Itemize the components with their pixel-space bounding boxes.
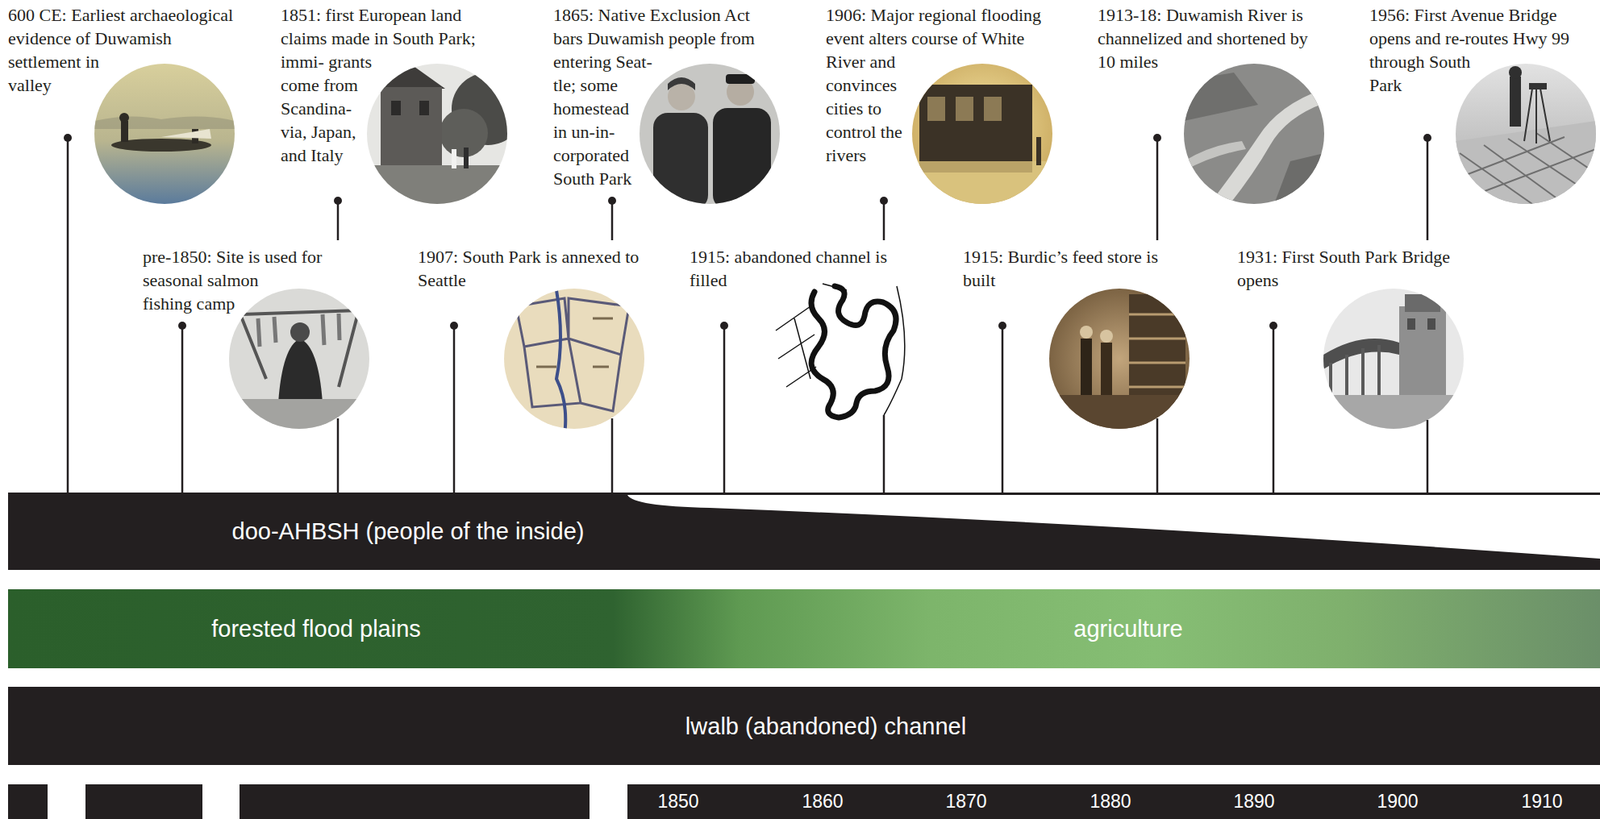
year-text: 1890: [1233, 791, 1275, 814]
leader-dot: [879, 196, 888, 205]
leader-line: [1156, 418, 1159, 493]
leader-dot: [720, 321, 729, 330]
leader-dot: [63, 133, 72, 142]
event-text: pre-1850: Site is used for seasonal salm…: [142, 246, 322, 314]
event-text: 1915: abandoned channel is filled: [689, 246, 888, 291]
leader-dot: [333, 196, 342, 205]
year-text: 1860: [801, 791, 843, 814]
photo-wrap-space: [502, 245, 646, 431]
leader-line: [611, 418, 614, 493]
leader-line: [1426, 420, 1430, 493]
event-text: 1915: Burdic’s feed store is built: [962, 246, 1159, 291]
leader-dot: [1153, 133, 1162, 142]
photo-bridge: [1323, 288, 1464, 432]
photo-wrap-space: [1321, 245, 1466, 431]
photo-annexation-map: [504, 288, 645, 436]
event-label: 600 CE: Earliest archaeological evidence…: [8, 3, 237, 205]
leader-line: [453, 325, 456, 493]
year-text: 1870: [945, 791, 987, 814]
leader-line: [337, 200, 340, 241]
leader-line: [883, 415, 886, 493]
photo-wrap-space: [1047, 245, 1192, 431]
axis-segment: [8, 784, 48, 819]
event-text: 1851: first European land claims made in…: [280, 4, 476, 166]
band-text: lwalb (abandoned) channel: [685, 712, 967, 741]
channel-drawing: [775, 283, 905, 418]
leader-line: [1001, 325, 1005, 493]
channel-band: lwalb (abandoned) channel: [8, 687, 1600, 766]
band-text: agriculture: [1073, 615, 1183, 644]
photo-fishing-camp: [229, 288, 370, 432]
event-label: 1956: First Avenue Bridge opens and re-r…: [1369, 3, 1598, 205]
event-label: 1906: Major regional flooding event alte…: [825, 3, 1055, 205]
year-text: 1900: [1376, 791, 1418, 814]
axis-segment: [85, 784, 203, 819]
band-text: doo-AHBSH (people of the inside): [232, 517, 585, 546]
leader-dot: [608, 196, 617, 205]
leader-line: [611, 200, 614, 241]
leader-line: [723, 325, 726, 493]
leader-dot: [450, 321, 459, 330]
year-text: 1850: [657, 791, 699, 814]
leader-line: [337, 418, 340, 493]
leader-line: [1156, 137, 1159, 241]
year-text: 1910: [1520, 791, 1563, 814]
landscape-band: forested flood plains agriculture: [8, 589, 1600, 669]
event-label: 1851: first European land claims made in…: [280, 3, 509, 205]
leader-dot: [1423, 133, 1432, 142]
event-label: 1907: South Park is annexed to Seattle: [417, 245, 646, 431]
photo-house: [366, 63, 525, 206]
event-label: 1913-18: Duwamish River is channelized a…: [1097, 3, 1326, 205]
leader-line: [883, 200, 886, 241]
photo-wrap-space: [774, 245, 918, 431]
axis-segment: [239, 784, 590, 819]
event-label: 1915: abandoned channel is filled: [689, 245, 918, 431]
event-text: 600 CE: Earliest archaeological evidence…: [8, 4, 234, 96]
photo-feed-store: [1049, 288, 1190, 432]
leader-dot: [998, 321, 1007, 330]
band-outline: [8, 492, 1600, 571]
event-label: 1915: Burdic’s feed store is built: [962, 245, 1192, 431]
photo-aerial-river: [1183, 63, 1325, 205]
event-text: 1913-18: Duwamish River is channelized a…: [1097, 4, 1309, 72]
event-label: pre-1850: Site is used for seasonal salm…: [142, 245, 371, 431]
event-text: 1907: South Park is annexed to Seattle: [417, 246, 639, 291]
year-text: 1880: [1089, 791, 1131, 814]
leader-line: [66, 137, 70, 493]
event-text: 1931: First South Park Bridge opens: [1237, 246, 1450, 291]
event-text: 1865: Native Exclusion Act bars Duwamish…: [553, 4, 755, 189]
event-text: 1956: First Avenue Bridge opens and re-r…: [1369, 4, 1570, 96]
event-text: 1906: Major regional flooding event alte…: [825, 4, 1042, 166]
photo-portrait: [639, 63, 780, 210]
photo-bridge-construction: [1455, 63, 1596, 205]
leader-line: [1272, 325, 1275, 493]
event-label: 1865: Native Exclusion Act bars Duwamish…: [553, 3, 782, 205]
leader-dot: [1269, 321, 1278, 330]
photo-flood: [912, 63, 1053, 206]
band-text: forested flood plains: [211, 615, 421, 644]
leader-line: [181, 325, 184, 493]
photo-canoe: [94, 63, 235, 205]
leader-dot: [178, 321, 187, 330]
leader-line: [1426, 137, 1430, 241]
event-label: 1931: First South Park Bridge opens: [1237, 245, 1466, 431]
year-axis: 1850 1860 1870 1880 1890 1900 1910: [627, 784, 1600, 819]
people-band: doo-AHBSH (people of the inside): [8, 492, 1600, 571]
